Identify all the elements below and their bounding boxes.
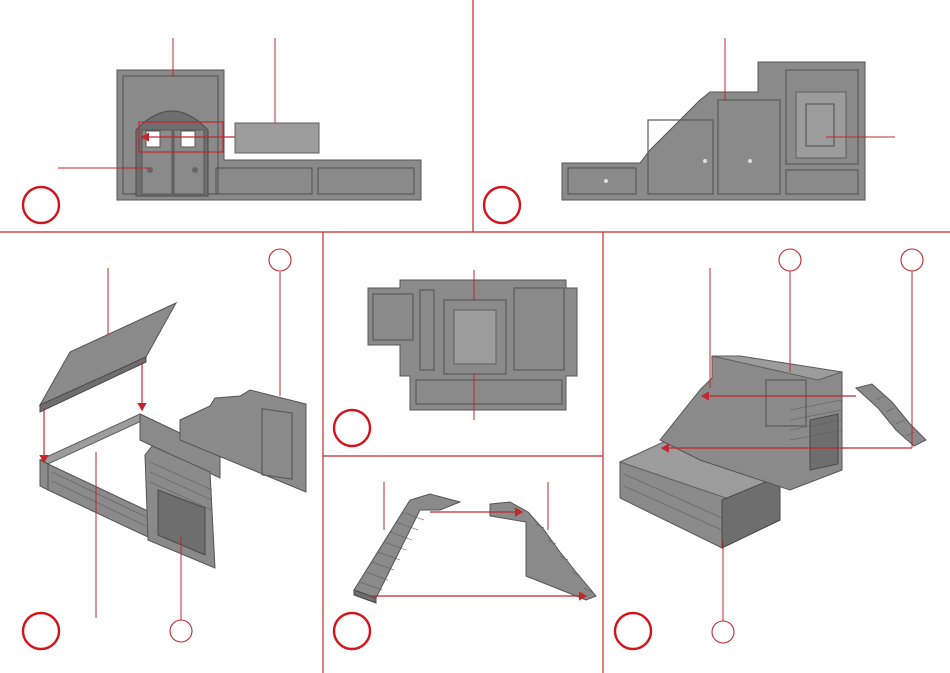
- door-insert-part: [235, 123, 319, 153]
- stair-part-right: [490, 502, 596, 600]
- step-number-circle: [23, 187, 59, 223]
- callout-circle: [779, 249, 801, 271]
- panel-step-1: [23, 38, 421, 223]
- step-number-circle: [615, 613, 651, 649]
- final-building: [620, 356, 926, 548]
- stair-part-left: [354, 494, 460, 603]
- step-number-circle: [334, 613, 370, 649]
- back-wall-part: [368, 280, 577, 410]
- panel-step-2: [484, 38, 895, 223]
- panel-step-4: [334, 270, 577, 446]
- panel-step-6: [615, 249, 926, 649]
- stepped-wall-part: [562, 62, 865, 200]
- step-number-circle: [484, 187, 520, 223]
- panel-step-3: [23, 249, 306, 649]
- callout-circle: [269, 249, 291, 271]
- step-number-circle: [334, 410, 370, 446]
- panel-step-5: [334, 482, 596, 649]
- callout-circle: [170, 620, 192, 642]
- callout-circle: [901, 249, 923, 271]
- step-number-circle: [23, 613, 59, 649]
- callout-circle: [712, 621, 734, 643]
